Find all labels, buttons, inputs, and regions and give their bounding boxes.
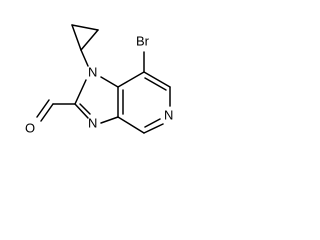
- aldehyde-co-double-bond: [40, 103, 54, 122]
- n3-c3a-bond: [100, 116, 119, 124]
- cyclopropyl-bond-c: [71, 24, 99, 31]
- aldehyde-co-double-bond-inner: [36, 99, 50, 118]
- c2-n3-double-bond: [74, 103, 89, 119]
- cyclopropyl-bond-a: [71, 24, 82, 51]
- n5-c4-double-bond: [143, 123, 164, 134]
- c7-c6-double-bond: [143, 71, 171, 88]
- c7a-c7-bond: [117, 71, 145, 88]
- c4-c3a-bond: [117, 116, 145, 134]
- cyclopropyl-bond-b: [80, 29, 99, 51]
- n1-c2-bond: [74, 79, 87, 105]
- chemical-structure-diagram: Br N N N O: [25, 24, 173, 135]
- bromine-atom-label: Br: [136, 33, 150, 48]
- n3-atom-label: N: [88, 115, 97, 130]
- n1-c7a-bond: [100, 76, 119, 88]
- c2-n3-double-bond-inner: [79, 103, 91, 115]
- n5-c4-double-bond-inner: [144, 118, 161, 128]
- n5-atom-label: N: [164, 107, 173, 122]
- oxygen-atom-label: O: [25, 120, 35, 135]
- c7-c6-double-bond-inner: [144, 77, 167, 91]
- cyclopropyl-n1-bond: [80, 49, 89, 67]
- n1-atom-label: N: [88, 64, 97, 79]
